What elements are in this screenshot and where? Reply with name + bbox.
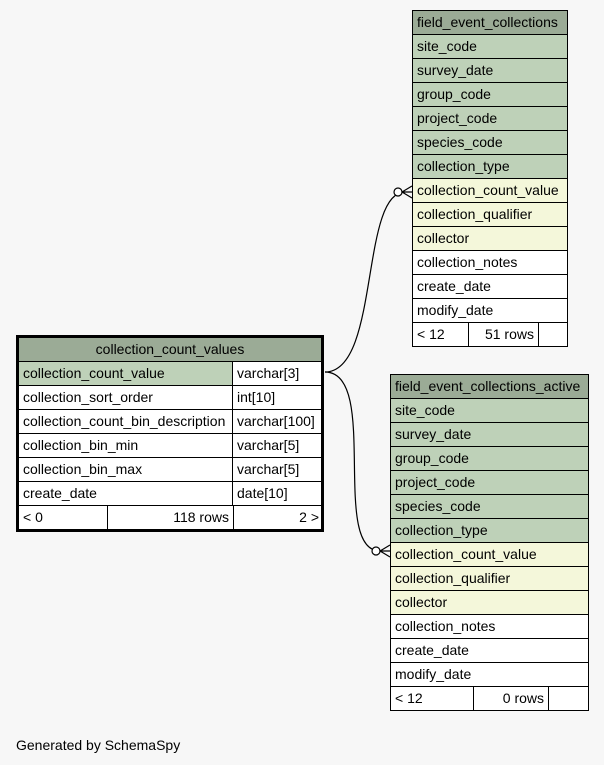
crowfoot-marker [379, 544, 391, 558]
table-row[interactable]: project_code [411, 106, 569, 131]
children-count: 2 > [233, 506, 322, 530]
column-name: modify_date [411, 298, 569, 323]
column-name: create_date [17, 481, 233, 506]
column-name: collection_qualifier [389, 566, 590, 591]
column-name: collection_bin_min [17, 433, 233, 458]
table-row[interactable]: collector [411, 226, 569, 251]
table-row[interactable]: site_code [411, 34, 569, 59]
row-count: 0 rows [473, 686, 549, 711]
table-row[interactable]: collector [389, 590, 590, 615]
column-name: collection_count_value [17, 361, 233, 386]
column-name: group_code [411, 82, 569, 107]
column-name: collection_type [411, 154, 569, 179]
table-row[interactable]: survey_date [389, 422, 590, 447]
table-row[interactable]: group_code [389, 446, 590, 471]
table-row[interactable]: collection_notes [389, 614, 590, 639]
column-name: survey_date [389, 422, 590, 447]
column-name: collection_bin_max [17, 457, 233, 482]
column-name: species_code [389, 494, 590, 519]
table-row[interactable]: create_date [389, 638, 590, 663]
column-name: collector [411, 226, 569, 251]
zero-or-many-marker [393, 187, 403, 197]
table-row[interactable]: species_code [389, 494, 590, 519]
table-row[interactable]: collection_count_value [389, 542, 590, 567]
column-name: collection_notes [411, 250, 569, 275]
column-type: varchar[3] [232, 361, 323, 386]
table-row[interactable]: survey_date [411, 58, 569, 83]
parents-count: < 12 [412, 322, 469, 347]
column-name: survey_date [411, 58, 569, 83]
zero-or-many-marker [371, 546, 381, 556]
table-row[interactable]: create_date [411, 274, 569, 299]
column-name: create_date [411, 274, 569, 299]
column-name: project_code [411, 106, 569, 131]
children-count [547, 686, 590, 711]
table-row[interactable]: collection_qualifier [389, 566, 590, 591]
table-row[interactable]: collection_type [389, 518, 590, 543]
column-type: varchar[100] [232, 409, 323, 434]
table-row[interactable]: collection_count_value [411, 178, 569, 203]
column-type: varchar[5] [232, 433, 323, 458]
generated-by-footer: Generated by SchemaSpy [16, 737, 181, 753]
column-name: group_code [389, 446, 590, 471]
column-name: modify_date [389, 662, 590, 687]
table-row[interactable]: group_code [411, 82, 569, 107]
column-name: collection_count_bin_description [17, 409, 233, 434]
link-to-field-event-collections [324, 191, 406, 373]
table-row[interactable]: project_code [389, 470, 590, 495]
children-count [537, 322, 569, 347]
column-name: site_code [389, 398, 590, 423]
parents-count: < 12 [390, 686, 474, 711]
column-name: collection_count_value [411, 178, 569, 203]
link-to-field-event-collections-active [324, 371, 381, 552]
column-name: collector [389, 590, 590, 615]
column-name: create_date [389, 638, 590, 663]
table-row[interactable]: collection_qualifier [411, 202, 569, 227]
column-name: species_code [411, 130, 569, 155]
column-type: varchar[5] [232, 457, 323, 482]
crowfoot-marker [401, 185, 413, 199]
table-row[interactable]: collection_notes [411, 250, 569, 275]
table-row[interactable]: collection_type [411, 154, 569, 179]
table-title: collection_count_values [17, 336, 323, 362]
row-count: 51 rows [468, 322, 539, 347]
table-row[interactable]: site_code [389, 398, 590, 423]
column-name: collection_type [389, 518, 590, 543]
table-row[interactable]: modify_date [389, 662, 590, 687]
column-name: collection_notes [389, 614, 590, 639]
column-type: date[10] [232, 481, 323, 506]
parents-count: < 0 [18, 506, 108, 530]
table-row[interactable]: species_code [411, 130, 569, 155]
row-count: 118 rows [107, 506, 234, 530]
column-name: collection_count_value [389, 542, 590, 567]
column-name: site_code [411, 34, 569, 59]
table-title: field_event_collections [411, 10, 569, 35]
column-name: project_code [389, 470, 590, 495]
column-type: int[10] [232, 385, 323, 410]
column-name: collection_sort_order [17, 385, 233, 410]
table-row[interactable]: modify_date [411, 298, 569, 323]
table-title: field_event_collections_active [389, 374, 590, 399]
column-name: collection_qualifier [411, 202, 569, 227]
